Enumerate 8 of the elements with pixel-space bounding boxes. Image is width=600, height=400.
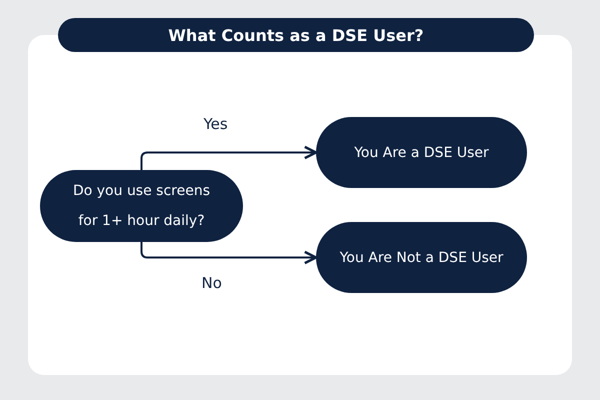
edge-label: No [202, 274, 222, 292]
title-banner: What Counts as a DSE User? [58, 18, 534, 52]
outcome-box: You Are a DSE User [316, 117, 527, 188]
edge-label: Yes [204, 114, 228, 132]
arrow [140, 242, 318, 264]
arrow [140, 146, 318, 170]
decision-box: Do you use screens for 1+ hour daily? [40, 170, 243, 242]
outcome-box: You Are Not a DSE User [316, 222, 527, 293]
